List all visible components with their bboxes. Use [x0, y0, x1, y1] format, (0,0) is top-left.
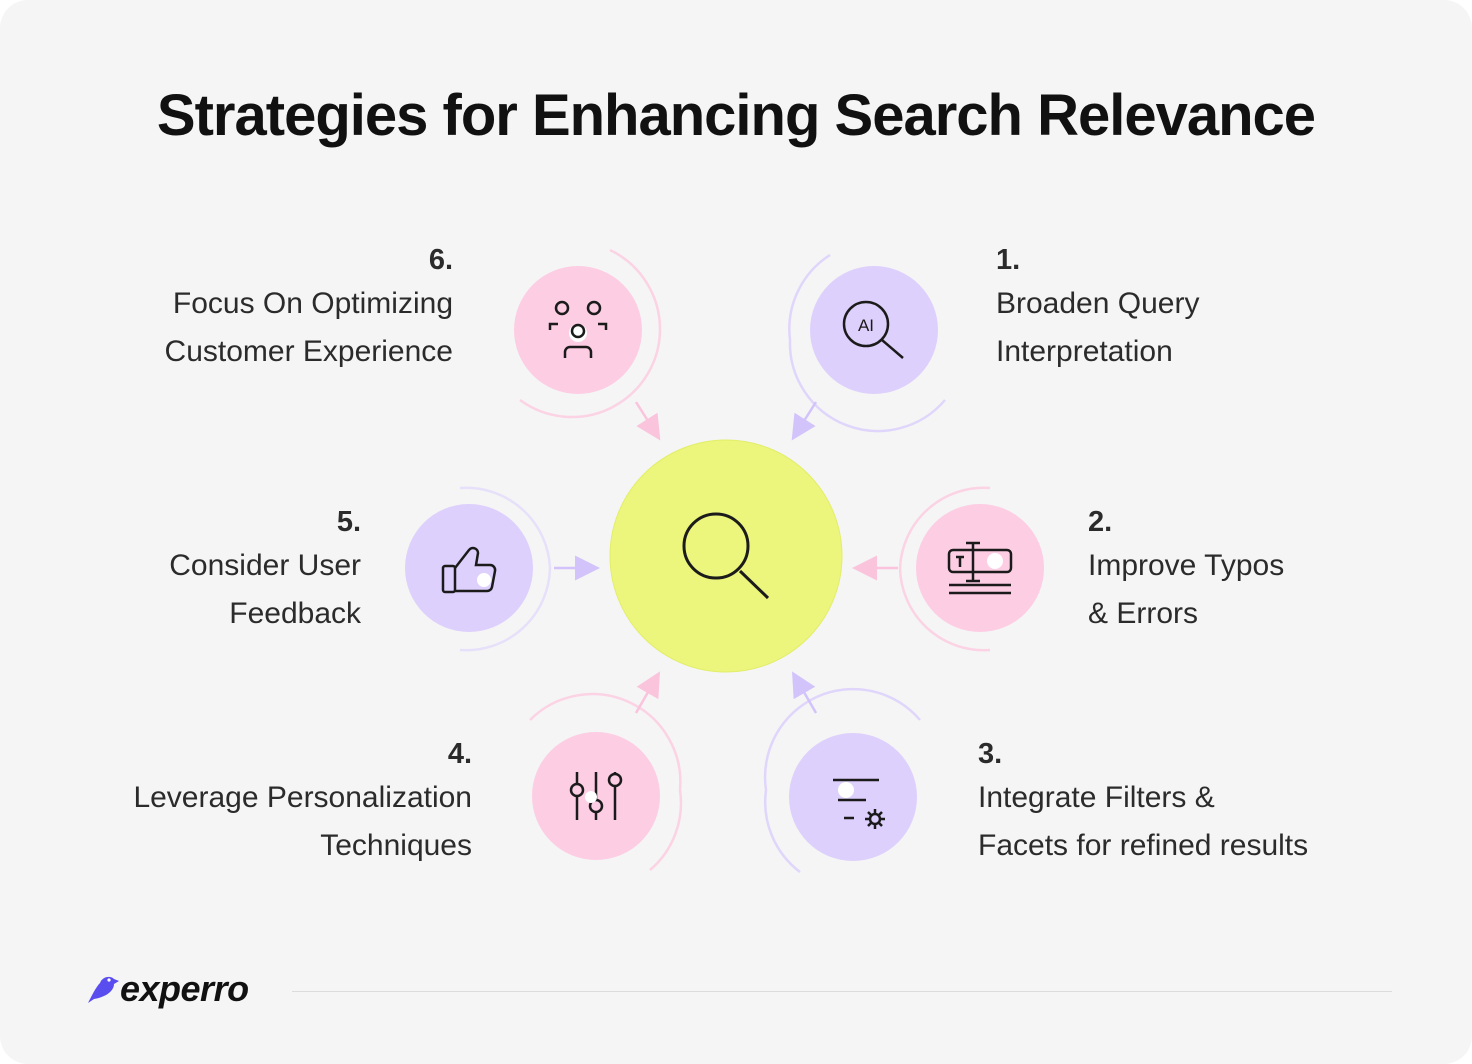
center-search-node	[609, 439, 843, 673]
strategy-number: 2.	[1088, 506, 1113, 538]
strategy-5: 5. Consider User Feedback	[169, 502, 361, 638]
node-4	[532, 732, 660, 860]
strategy-number: 4.	[447, 738, 472, 770]
customers-icon	[548, 300, 608, 358]
page-title: Strategies for Enhancing Search Relevanc…	[0, 82, 1472, 149]
arc-3	[763, 687, 921, 873]
arrow-1	[791, 401, 818, 441]
ai-search-icon: AI	[842, 300, 904, 359]
filter-settings-icon	[833, 778, 885, 829]
strategy-number: 1.	[996, 244, 1021, 276]
strategy-2: 2. Improve Typos & Errors	[1088, 502, 1284, 638]
strategy-label: Improve Typos	[1088, 549, 1285, 582]
strategy-label: Facets for refined results	[978, 829, 1309, 862]
strategy-label: Leverage Personalization	[133, 781, 472, 814]
bird-icon	[88, 976, 119, 1003]
strategy-label: Interpretation	[996, 335, 1173, 368]
node-5	[405, 504, 533, 632]
footer-divider	[292, 991, 1392, 992]
brand-name: experro	[120, 968, 249, 1009]
strategy-6: 6. Focus On Optimizing Customer Experien…	[165, 240, 453, 376]
arc-4	[529, 692, 683, 871]
thumbs-up-icon	[441, 546, 497, 594]
sliders-icon	[569, 772, 623, 820]
brand-logo: experro	[86, 968, 249, 1010]
strategy-number: 3.	[978, 738, 1003, 770]
arrow-6	[634, 401, 661, 441]
arc-6	[519, 248, 662, 419]
strategy-number: 6.	[428, 244, 453, 276]
arc-2	[898, 486, 991, 652]
arc-1	[788, 253, 946, 433]
search-icon	[682, 512, 770, 600]
node-1: AI	[810, 266, 938, 394]
strategy-label: Techniques	[320, 829, 472, 862]
strategy-1: 1. Broaden Query Interpretation	[996, 240, 1199, 376]
strategy-3: 3. Integrate Filters & Facets for refine…	[978, 734, 1308, 870]
arrow-3	[792, 671, 818, 714]
strategy-label: Consider User	[169, 549, 361, 582]
svg-text:AI: AI	[858, 316, 874, 335]
title-bold: Strategies	[156, 83, 428, 148]
strategy-label: & Errors	[1088, 597, 1199, 630]
strategy-label: Feedback	[229, 597, 361, 630]
text-edit-icon	[947, 541, 1013, 595]
strategy-label: Broaden Query	[996, 287, 1200, 320]
arrow-4	[634, 671, 660, 714]
title-rest: for Enhancing Search Relevance	[442, 83, 1317, 148]
strategy-label: Focus On Optimizing	[172, 287, 453, 320]
strategy-label: Customer Experience	[164, 335, 453, 368]
node-6	[514, 266, 642, 394]
strategy-number: 5.	[336, 506, 361, 538]
arc-5	[459, 486, 552, 652]
strategy-4: 4. Leverage Personalization Techniques	[133, 734, 472, 870]
node-3	[789, 733, 917, 861]
strategy-label: Integrate Filters &	[978, 781, 1215, 814]
node-2	[916, 504, 1044, 632]
